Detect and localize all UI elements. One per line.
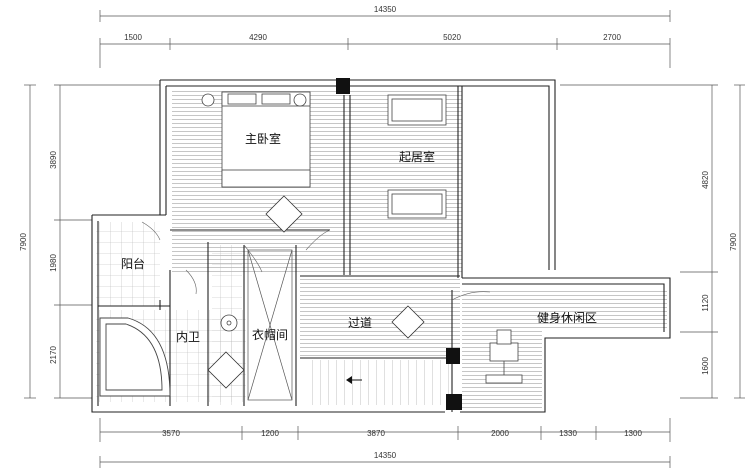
left-dimension-segments: 3890 1980 2170 [49,84,160,399]
bottom-segment-label: 3870 [367,429,385,438]
bottom-segment-label: 3570 [162,429,180,438]
room-label-fitness-area: 健身休闲区 [537,310,597,325]
bottom-segment-label: 2000 [491,429,509,438]
right-dimension-overall: 7900 [729,84,745,399]
fitness-equipment [485,329,523,384]
top-segment-label: 4290 [249,33,267,42]
bottom-dimension-overall: 14350 [99,451,671,468]
room-label-living-room: 起居室 [399,149,435,164]
top-segment-label: 1500 [124,33,142,42]
right-dimension-segments: 4820 1120 1600 [560,84,718,399]
room-label-cloakroom: 衣帽间 [252,327,288,342]
door-swings [141,221,491,301]
right-segment-label: 1600 [701,357,710,375]
bottom-overall-label: 14350 [374,451,397,460]
wardrobe [247,249,293,401]
double-bed [201,91,311,188]
right-segment-label: 1120 [701,294,710,312]
room-label-bathroom: 内卫 [176,330,200,344]
structural-columns [336,78,462,410]
right-segment-label: 4820 [701,171,710,189]
top-segment-label: 2700 [603,33,621,42]
top-overall-label: 14350 [374,5,397,14]
washbasin [220,314,238,332]
room-label-master-bedroom: 主卧室 [245,131,281,146]
room-label-corridor: 过道 [348,316,372,330]
room-label-balcony: 阳台 [121,256,145,271]
top-dimension-overall: 14350 [99,5,671,22]
left-segment-label: 2170 [49,346,58,364]
stair-arrow-icon [346,376,362,384]
top-segment-label: 5020 [443,33,461,42]
left-segment-label: 3890 [49,151,58,169]
living-room-sofa [387,94,447,219]
bottom-segment-label: 1300 [624,429,642,438]
top-dimension-segments: 1500 4290 5020 2700 [99,33,671,68]
bottom-dimension-segments: 3570 1200 3870 2000 1330 1300 [99,418,671,442]
floor-hatching [96,90,667,408]
right-overall-label: 7900 [729,233,738,251]
left-segment-label: 1980 [49,254,58,272]
corner-bathtub [99,317,171,397]
room-labels: 主卧室 起居室 阳台 内卫 衣帽间 过道 健身休闲区 [121,131,597,344]
bottom-segment-label: 1330 [559,429,577,438]
left-overall-label: 7900 [19,233,28,251]
walls [91,79,671,413]
bottom-segment-label: 1200 [261,429,279,438]
left-dimension-overall: 7900 [19,84,36,399]
floor-medallions [207,195,425,389]
